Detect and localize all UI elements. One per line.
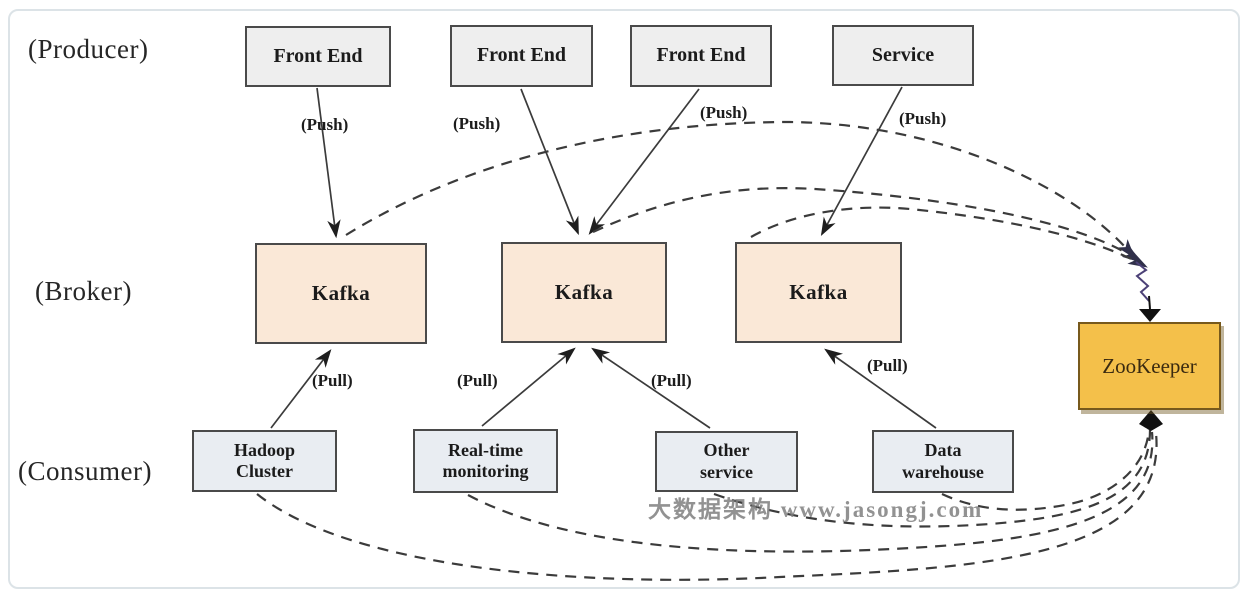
pull-label-4: (Pull): [867, 356, 908, 375]
node-realtime-monitoring: Real-time monitoring: [413, 429, 558, 493]
node-service: Service: [832, 25, 974, 86]
node-frontend-2: Front End: [450, 25, 593, 87]
node-frontend-1: Front End: [245, 26, 391, 87]
edge-frontend3-to-kafka2: [588, 88, 700, 235]
zookeeper-top-arrowhead: [1139, 309, 1161, 322]
edge-realtime-to-kafka2: [481, 347, 576, 427]
row-label-producer: (Producer): [28, 34, 149, 64]
edge-otherservice-to-kafka2: [591, 347, 711, 429]
zookeeper-bottom-arrowhead: [1139, 410, 1163, 431]
node-hadoop-cluster: Hadoop Cluster: [192, 430, 337, 492]
edge-kafka3-to-zookeeper: [750, 206, 1148, 268]
row-label-consumer: (Consumer): [18, 456, 152, 486]
edge-warehouse-to-kafka3: [824, 348, 937, 429]
edge-hadoop-to-zookeeper: [256, 432, 1158, 581]
node-kafka-2: Kafka: [501, 242, 667, 343]
edge-otherservice-to-zookeeper: [713, 429, 1152, 528]
pull-label-3: (Pull): [651, 371, 692, 390]
edge-kafka1-to-zookeeper: [345, 120, 1136, 259]
push-label-2: (Push): [453, 114, 501, 133]
edge-service-to-kafka3: [820, 86, 903, 237]
edge-frontend1-to-kafka1: [316, 87, 341, 239]
node-kafka-3: Kafka: [735, 242, 902, 343]
edge-kafka2-to-zookeeper: [592, 187, 1142, 263]
push-label-3: (Push): [700, 103, 748, 122]
row-label-broker: (Broker): [35, 276, 132, 306]
edge-realtime-to-zookeeper: [467, 431, 1154, 553]
push-label-1: (Push): [301, 115, 349, 134]
node-frontend-3: Front End: [630, 25, 772, 87]
pull-label-2: (Pull): [457, 371, 498, 390]
edge-hadoop-to-kafka1: [270, 349, 332, 429]
edge-frontend2-to-kafka2: [520, 88, 579, 236]
zookeeper-top-arrow-stem: [1148, 295, 1151, 310]
edge-warehouse-to-zookeeper: [941, 427, 1151, 511]
pull-label-1: (Pull): [312, 371, 353, 390]
zookeeper-top-zigzag: [1135, 261, 1150, 302]
watermark-text: 大数据架构 www.jasongj.com: [648, 497, 984, 522]
node-other-service: Other service: [655, 431, 798, 492]
node-kafka-1: Kafka: [255, 243, 427, 344]
push-label-4: (Push): [899, 109, 947, 128]
node-zookeeper: ZooKeeper: [1078, 322, 1221, 410]
node-data-warehouse: Data warehouse: [872, 430, 1014, 493]
